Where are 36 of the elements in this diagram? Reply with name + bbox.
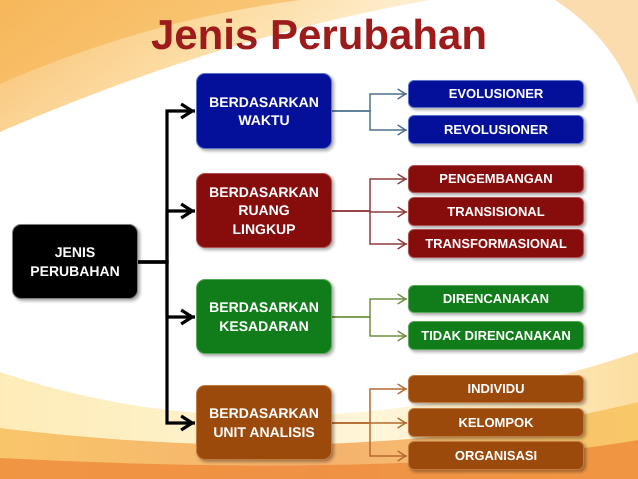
arrow — [332, 210, 407, 250]
category-label: BERDASARKAN RUANG LINGKUP — [208, 183, 320, 238]
type-label: EVOLUSIONER — [448, 86, 544, 102]
type-box — [408, 441, 584, 470]
type-label: REVOLUSIONER — [444, 122, 548, 138]
type-label: INDIVIDU — [467, 381, 525, 397]
type-label: TRANSFORMASIONAL — [425, 236, 567, 252]
type-box — [408, 115, 584, 144]
category-box — [196, 279, 332, 354]
category-label: BERDASARKAN UNIT ANALISIS — [208, 404, 320, 441]
title: Jenis Perubahan — [150, 11, 488, 58]
type-box — [408, 229, 584, 258]
type-label: TIDAK DIRENCANAKAN — [421, 328, 571, 344]
type-label: TRANSISIONAL — [447, 204, 545, 220]
type-box — [408, 197, 584, 226]
category-box — [196, 73, 332, 149]
type-box — [408, 165, 584, 193]
category-label: BERDASARKAN KESADARAN — [208, 298, 320, 335]
arrow — [138, 260, 195, 432]
category-box — [196, 385, 332, 460]
type-box — [408, 375, 584, 403]
type-label: DIRENCANAKAN — [442, 291, 550, 307]
type-label: ORGANISASI — [454, 448, 538, 464]
type-box — [408, 408, 584, 437]
root-box — [12, 224, 138, 299]
category-box — [196, 173, 332, 248]
arrow — [332, 316, 407, 342]
arrow — [332, 110, 407, 136]
type-box — [408, 285, 584, 313]
category-label: BERDASARKAN WAKTU — [208, 92, 320, 130]
root-label: JENIS PERUBAHAN — [29, 243, 121, 280]
type-box — [408, 80, 584, 108]
type-box — [408, 321, 584, 350]
type-label: KELOMPOK — [458, 414, 534, 430]
type-label: PENGEMBANGAN — [439, 171, 553, 187]
arrow — [332, 422, 407, 462]
